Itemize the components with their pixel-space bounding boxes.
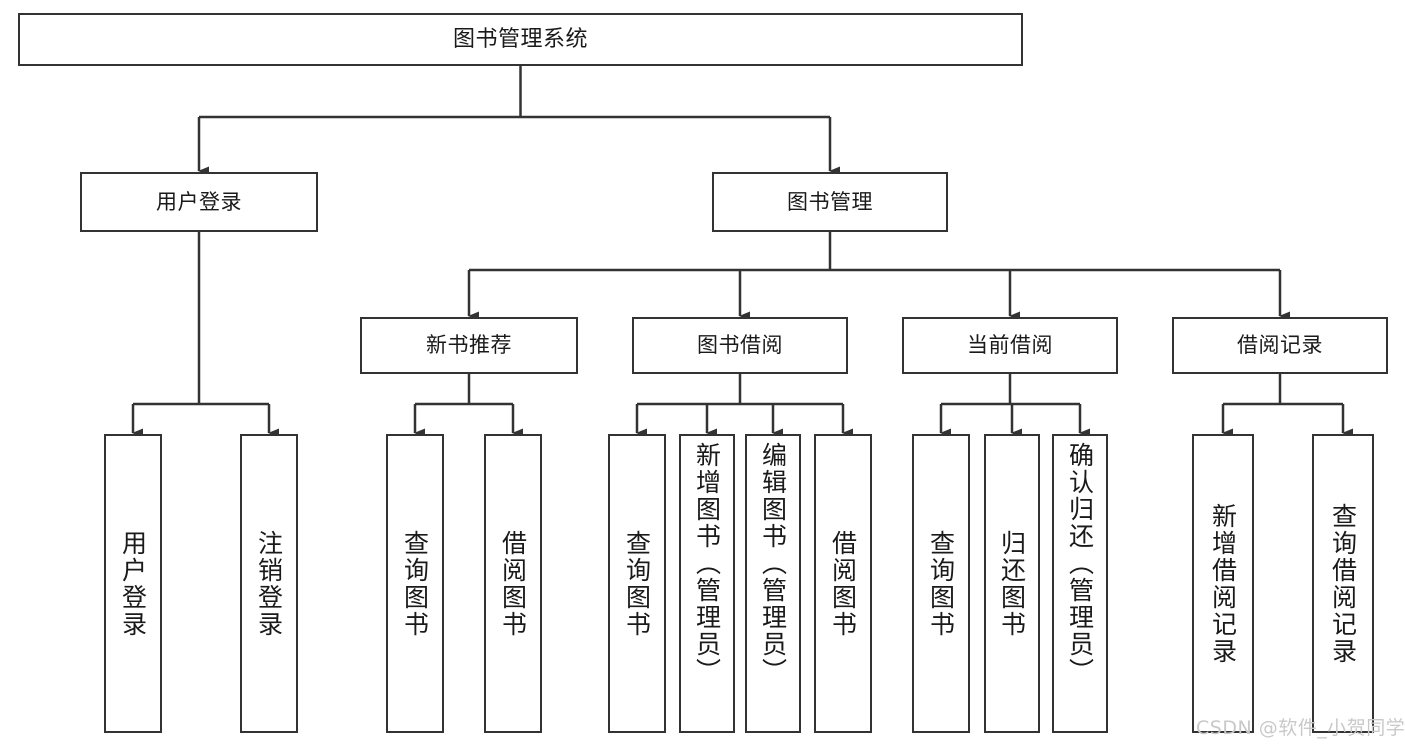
node-l-rec-borrow-book[interactable]: 借阅图书 <box>484 434 542 733</box>
node-l-user-login[interactable]: 用户登录 <box>104 434 162 733</box>
node-n-book-borrow[interactable]: 图书借阅 <box>632 317 848 374</box>
node-l-bb-query-book[interactable]: 查询图书 <box>608 434 666 733</box>
node-label: 新书推荐 <box>426 333 512 358</box>
node-l-bb-edit-book[interactable]: 编辑图书（管理员） <box>745 434 801 733</box>
connector-lines <box>131 66 1353 438</box>
node-label: 注销登录 <box>254 529 284 638</box>
node-label: 查询图书 <box>926 529 956 638</box>
node-l-rec-query-book[interactable]: 查询图书 <box>386 434 444 733</box>
node-label: 编辑图书（管理员） <box>758 442 788 685</box>
node-l-br-query-record[interactable]: 查询借阅记录 <box>1312 434 1374 733</box>
node-root[interactable]: 图书管理系统 <box>18 13 1023 66</box>
node-label: 确认归还（管理员） <box>1065 442 1095 685</box>
node-n-new-book-rec[interactable]: 新书推荐 <box>360 317 578 374</box>
node-label: 借阅图书 <box>498 529 528 638</box>
node-label: 图书管理 <box>787 189 873 214</box>
node-label: 归还图书 <box>997 529 1027 638</box>
node-label: 查询图书 <box>622 529 652 638</box>
node-n-book-manage[interactable]: 图书管理 <box>712 172 948 232</box>
node-l-cb-return-book[interactable]: 归还图书 <box>984 434 1040 733</box>
node-label: 借阅图书 <box>828 529 858 638</box>
node-n-user-login[interactable]: 用户登录 <box>80 172 318 232</box>
node-label: 图书管理系统 <box>452 26 588 52</box>
node-l-bb-add-book[interactable]: 新增图书（管理员） <box>679 434 735 733</box>
node-label: 新增图书（管理员） <box>692 442 722 685</box>
node-label: 新增借阅记录 <box>1208 502 1238 665</box>
watermark-label: CSDN @软件_小贺同学 <box>1196 717 1405 739</box>
node-label: 借阅记录 <box>1237 333 1323 358</box>
node-label: 当前借阅 <box>967 333 1053 358</box>
node-label: 查询借阅记录 <box>1328 502 1358 665</box>
node-l-cb-query-book[interactable]: 查询图书 <box>912 434 970 733</box>
node-label: 用户登录 <box>118 529 148 638</box>
node-label: 图书借阅 <box>697 333 783 358</box>
node-l-user-logout[interactable]: 注销登录 <box>240 434 298 733</box>
node-l-cb-confirm-return[interactable]: 确认归还（管理员） <box>1052 434 1108 733</box>
node-label: 用户登录 <box>156 189 242 214</box>
node-label: 查询图书 <box>400 529 430 638</box>
node-l-bb-borrow-book[interactable]: 借阅图书 <box>814 434 872 733</box>
node-l-br-add-record[interactable]: 新增借阅记录 <box>1192 434 1254 733</box>
node-n-current-borrow[interactable]: 当前借阅 <box>902 317 1118 374</box>
node-n-borrow-record[interactable]: 借阅记录 <box>1172 317 1388 374</box>
